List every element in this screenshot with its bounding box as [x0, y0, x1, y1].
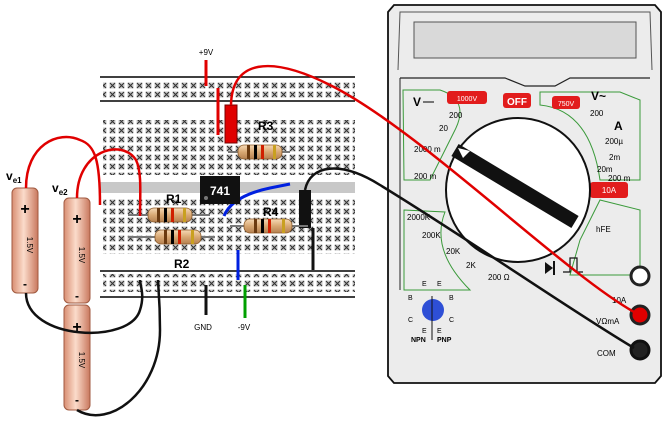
npn-label: NPN [411, 337, 426, 344]
battery-plus: + [20, 201, 29, 218]
resistor-r4 [230, 218, 308, 234]
minus9v-label: -9V [238, 323, 251, 332]
off-label: OFF [507, 97, 527, 108]
amps-label: A [614, 119, 623, 133]
ic-label: 741 [210, 184, 230, 198]
ohm-range: 2K [466, 261, 476, 270]
battery-ve2: + 1.5V - [63, 197, 91, 304]
port-10a-label: 10A [612, 296, 627, 305]
battery-voltage: 1.5V [25, 237, 34, 254]
hfe-label: hFE [596, 225, 611, 234]
battery-plus: + [72, 319, 81, 336]
a10-bg [590, 182, 628, 198]
port-vma-jack[interactable] [629, 304, 651, 326]
port-com-jack[interactable] [629, 339, 651, 361]
dca-range: 200 m [608, 174, 631, 183]
dcv-label: V [413, 95, 421, 109]
socket-e1: E [422, 281, 427, 288]
dcv-range: 200 m [414, 172, 437, 181]
socket-e3: E [422, 328, 427, 335]
port-vma-label: VΩmA [596, 317, 620, 326]
ohm-range: 200 Ω [488, 273, 510, 282]
diode-icon [545, 261, 555, 275]
socket-c2: C [449, 317, 454, 324]
ohm-range: 2000K [407, 213, 431, 222]
battery-ve1: + 1.5V - [11, 187, 39, 294]
meter-display [413, 21, 637, 59]
dca-range: 20m [597, 165, 613, 174]
ve2-red-wire [75, 148, 142, 217]
r750v-bg [552, 96, 580, 109]
port-com-label: COM [597, 349, 616, 358]
r1000v-bg [447, 91, 487, 104]
ve2-label: ve2 [52, 181, 68, 197]
transistor-socket[interactable] [422, 299, 444, 321]
battery-minus: - [75, 289, 79, 303]
r750v-label: 750V [558, 101, 575, 108]
battery-minus: - [75, 393, 79, 407]
resistor-r3 [228, 144, 290, 160]
socket-b2: B [449, 295, 454, 302]
dca-range: 200 [590, 109, 604, 118]
acv-label: V~ [591, 89, 606, 103]
red-probe-lead [229, 64, 635, 314]
resistor-r1 [128, 207, 210, 223]
ve1-red-wire [24, 135, 102, 206]
socket-e4: E [437, 328, 442, 335]
blue-jumper-feedback [222, 182, 291, 217]
socket-c1: C [408, 317, 413, 324]
a10-label: 10A [602, 186, 617, 195]
black-probe-clip [299, 190, 311, 228]
opamp-741: 741 [200, 176, 240, 204]
black-probe-lead [303, 167, 635, 350]
battery-voltage: 1.5V [77, 352, 86, 369]
battery-voltage: 1.5V [77, 247, 86, 264]
r1-label: R1 [166, 192, 182, 206]
socket-e2: E [437, 281, 442, 288]
port-10a-jack[interactable] [629, 265, 651, 287]
plus9v-label: +9V [199, 48, 214, 57]
red-probe-clip [224, 104, 238, 144]
r1000v-label: 1000V [457, 96, 478, 103]
dca-range: 2m [609, 153, 620, 162]
bottom-power-rail [103, 274, 355, 292]
ohm-range: 200K [422, 231, 441, 240]
pnp-label: PNP [437, 337, 452, 344]
dcv-range: 200 [449, 111, 463, 120]
r2-label: R2 [174, 257, 190, 271]
ve1-black-wire [24, 279, 144, 335]
r3-label: R3 [258, 119, 274, 133]
battery-ve2-lower: + 1.5V - [63, 304, 91, 411]
top-power-rail [103, 80, 355, 98]
r4-label: R4 [263, 205, 279, 219]
socket-b1: B [408, 295, 413, 302]
off-bg [503, 93, 531, 108]
dca-range: 200µ [605, 137, 623, 146]
gnd-label: GND [194, 323, 212, 332]
dial-pointer[interactable] [451, 143, 579, 229]
ve2-black-wire [76, 279, 162, 417]
multimeter: V 1000V OFF 750V V~ A 200 20 2000 m 200 … [387, 4, 662, 384]
resistor-r2 [128, 229, 215, 245]
battery-minus: - [23, 277, 27, 291]
battery-plus: + [72, 211, 81, 228]
ve1-label: ve1 [6, 169, 22, 185]
dcv-range: 20 [439, 124, 448, 133]
ohm-range: 20K [446, 247, 461, 256]
